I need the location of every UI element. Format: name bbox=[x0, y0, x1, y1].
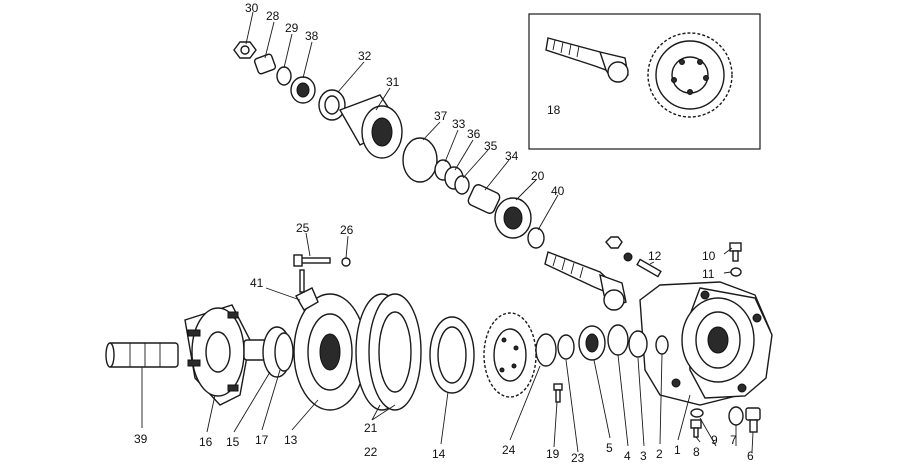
callout-7: 7 bbox=[730, 433, 737, 447]
part-nut-small bbox=[605, 236, 623, 249]
part-flange-16 bbox=[184, 304, 269, 406]
leader-lines bbox=[141, 11, 754, 453]
part-housing-31 bbox=[338, 94, 403, 159]
callout-1: 1 bbox=[674, 443, 681, 457]
part-ring-4 bbox=[607, 324, 629, 356]
part-shim-40 bbox=[527, 227, 545, 249]
callout-25: 25 bbox=[296, 221, 310, 235]
callout-41: 41 bbox=[250, 276, 264, 290]
callout-37: 37 bbox=[434, 109, 448, 123]
callout-33: 33 bbox=[452, 117, 466, 131]
callout-4: 4 bbox=[624, 449, 631, 463]
part-shaft-39 bbox=[105, 342, 179, 368]
callout-31: 31 bbox=[386, 75, 400, 89]
callout-35: 35 bbox=[484, 139, 498, 153]
pinion-shaft bbox=[544, 251, 627, 311]
callout-21: 21 bbox=[364, 421, 378, 435]
upper-stack bbox=[233, 41, 545, 249]
callout-20: 20 bbox=[531, 169, 545, 183]
callout-39: 39 bbox=[134, 432, 148, 446]
callout-13: 13 bbox=[284, 433, 298, 447]
callout-8: 8 bbox=[693, 445, 700, 459]
part-bracket-41 bbox=[295, 269, 319, 311]
callout-15: 15 bbox=[226, 435, 240, 449]
part-pin-12 bbox=[636, 258, 662, 278]
callout-3: 3 bbox=[640, 449, 647, 463]
part-crown-gear-24 bbox=[483, 312, 537, 398]
callout-10: 10 bbox=[702, 249, 716, 263]
callout-38: 38 bbox=[305, 29, 319, 43]
part-housing-1 bbox=[639, 281, 773, 406]
inset-crown-gear bbox=[647, 32, 733, 118]
callout-24: 24 bbox=[502, 443, 516, 457]
part-ring-3 bbox=[628, 330, 648, 358]
callout-28: 28 bbox=[266, 9, 280, 23]
part-ring-a bbox=[535, 333, 557, 367]
part-washer-7 bbox=[728, 406, 744, 426]
part-bearing-5 bbox=[578, 325, 606, 361]
part-bolt-10 bbox=[729, 242, 742, 262]
inset-frame bbox=[528, 13, 761, 150]
part-plug-6 bbox=[745, 407, 761, 433]
part-washer-11 bbox=[730, 267, 742, 277]
part-spacer-28 bbox=[253, 53, 277, 75]
callout-32: 32 bbox=[358, 49, 372, 63]
part-ring-35 bbox=[454, 175, 470, 195]
part-ring-23 bbox=[557, 334, 575, 360]
callout-40: 40 bbox=[551, 184, 565, 198]
part-spacer-34 bbox=[467, 184, 501, 214]
part-bolt-19 bbox=[553, 383, 563, 403]
callout-11: 11 bbox=[702, 267, 715, 281]
callout-16: 16 bbox=[199, 435, 213, 449]
lower-stack bbox=[105, 254, 761, 438]
callout-14: 14 bbox=[432, 447, 446, 461]
callout-22: 22 bbox=[364, 445, 378, 459]
part-plug-8 bbox=[690, 419, 702, 438]
callout-17: 17 bbox=[255, 433, 269, 447]
part-washer-26 bbox=[341, 257, 351, 267]
part-ring-29 bbox=[276, 66, 292, 86]
inset-pinion-shaft bbox=[545, 37, 629, 83]
part-nut-small-2 bbox=[623, 252, 633, 262]
part-cover-13 bbox=[293, 293, 367, 411]
part-bolt-25 bbox=[293, 254, 331, 267]
part-bearing-14 bbox=[429, 316, 475, 394]
part-oring-37 bbox=[402, 137, 438, 183]
callout-2: 2 bbox=[656, 447, 663, 461]
callout-19: 19 bbox=[546, 447, 560, 461]
callout-9: 9 bbox=[711, 433, 718, 447]
callout-29: 29 bbox=[285, 21, 299, 35]
callout-6: 6 bbox=[747, 449, 754, 463]
callout-26: 26 bbox=[340, 223, 354, 237]
inset-label: 18 bbox=[547, 103, 561, 117]
callout-5: 5 bbox=[606, 441, 613, 455]
callout-23: 23 bbox=[571, 451, 585, 463]
part-washer-9 bbox=[690, 408, 704, 418]
callout-labels: 30 28 29 38 32 31 37 33 36 35 34 20 40 2… bbox=[134, 1, 754, 465]
callout-12: 12 bbox=[648, 249, 662, 263]
part-seal-17 bbox=[274, 332, 294, 372]
callout-34: 34 bbox=[505, 149, 519, 163]
callout-30: 30 bbox=[245, 1, 259, 15]
callout-36: 36 bbox=[467, 127, 481, 141]
inset-panel: 18 bbox=[528, 13, 761, 150]
